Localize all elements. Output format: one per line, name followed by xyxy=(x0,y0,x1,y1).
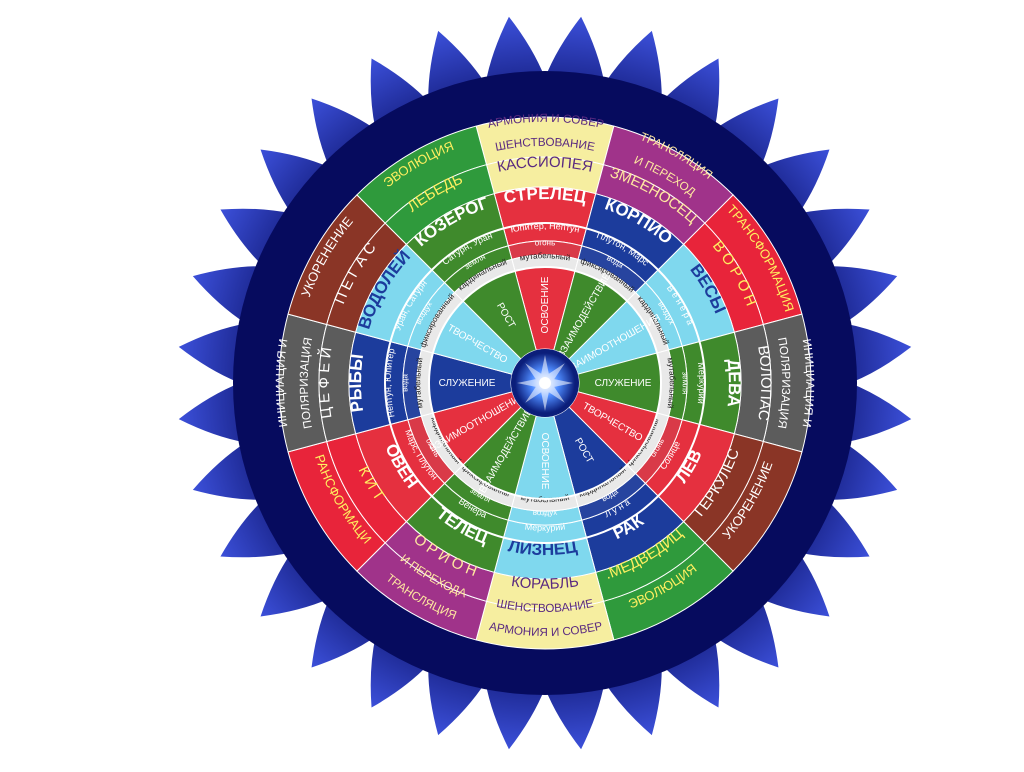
outer-label: ПОЛЯРИЗАЦИЯ xyxy=(298,336,315,429)
zodiac-label: РЫБЫ xyxy=(346,353,367,413)
elements-label: огонь xyxy=(534,238,555,247)
constellations-label: КАССИОПЕЯ xyxy=(496,154,595,176)
planets-label: Меркурий xyxy=(696,362,707,405)
elements-label: земля xyxy=(680,371,689,394)
center-star xyxy=(511,349,579,417)
constellations-label: ВОЛОПАС xyxy=(754,344,774,422)
zodiac-divider xyxy=(384,222,706,544)
center-core xyxy=(539,377,551,389)
outer-label: ШЕНСТВОВАНИЕ xyxy=(495,597,594,615)
inner-label: СЛУЖЕНИЕ xyxy=(439,378,496,389)
outer-label: ПОЛЯРИЗАЦИЯ xyxy=(775,336,792,429)
constellations-label: КОРАБЛЬ xyxy=(510,573,580,593)
elements-label: вода xyxy=(400,373,409,392)
modes-label: мутабельный xyxy=(519,251,571,262)
inner-divider xyxy=(428,266,662,500)
inner-label: ОСВОЕНИЕ xyxy=(539,433,550,490)
modes-label: мутабельный xyxy=(413,357,424,409)
outer-label: ИНИЦИАЦИЯ И xyxy=(274,338,291,428)
planets-label: Меркурий xyxy=(524,521,566,532)
inner-label: ОСВОЕНИЕ xyxy=(540,276,551,333)
zodiac-label: СТРЕЛЕЦ xyxy=(502,184,588,207)
inner-label: СЛУЖЕНИЕ xyxy=(595,378,652,389)
constellations-label: Ц Е Ф Е Й xyxy=(316,346,336,419)
outer-label: ШЕНСТВОВАНИЕ xyxy=(494,136,596,154)
elements-label: воздух xyxy=(532,508,557,518)
modes-label: мутабельный xyxy=(665,357,676,409)
outer-label: ИНИЦИАЦИЯ И xyxy=(800,338,817,428)
